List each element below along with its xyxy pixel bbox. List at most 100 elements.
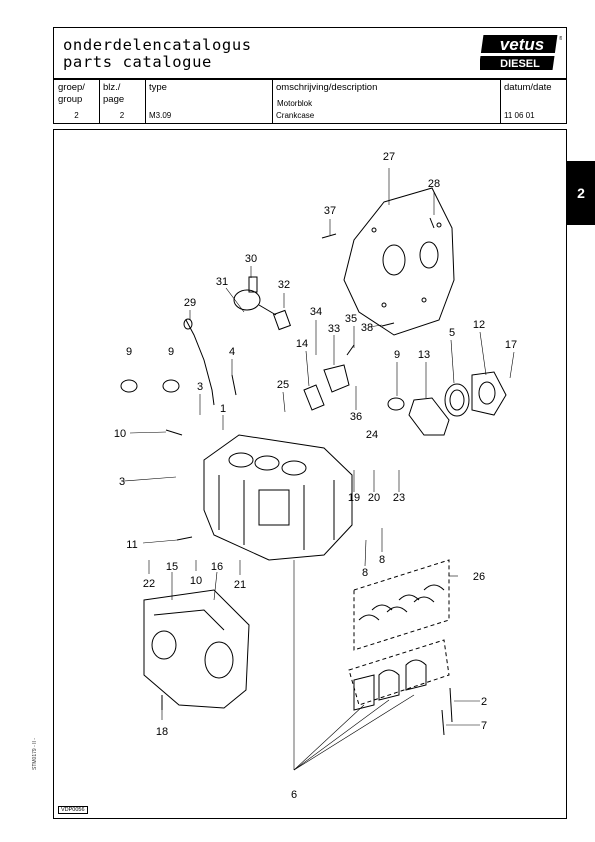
logo-top-band: vetus	[480, 35, 558, 54]
callout-32: 32	[278, 279, 290, 291]
leader-lines	[123, 168, 515, 771]
svg-text:®: ®	[559, 35, 562, 42]
logo-bottom-band: DIESEL	[480, 56, 555, 70]
figure-code: VDP0056	[58, 806, 88, 814]
plug-10	[165, 429, 183, 436]
callout-36: 36	[350, 411, 362, 423]
callout-14: 14	[296, 338, 308, 350]
callout-3: 3	[197, 381, 203, 393]
callout-22: 22	[143, 578, 155, 590]
seal-ring	[444, 383, 470, 417]
bolt-38	[381, 322, 395, 327]
callout-8: 8	[379, 554, 385, 566]
callout-9: 9	[168, 346, 174, 358]
callout-15: 15	[166, 561, 178, 573]
callout-8: 8	[362, 567, 368, 579]
page-value: 2	[119, 111, 125, 120]
plug-9a	[120, 379, 138, 393]
callout-20: 20	[368, 492, 380, 504]
bolt-37	[321, 233, 337, 239]
main-bearing-shells	[353, 559, 450, 651]
type-value: M3.09	[149, 111, 172, 120]
page-label: blz./ page	[103, 82, 125, 105]
dipstick	[185, 319, 215, 406]
water-pump	[233, 276, 277, 316]
side-document-code: STM0179 - II -	[32, 738, 38, 770]
bolt-28	[429, 217, 435, 229]
type-column: type M3.09	[145, 80, 273, 123]
date-column: datum/date 11 06 01	[500, 80, 568, 123]
callout-4: 4	[229, 346, 235, 358]
callout-13: 13	[418, 349, 430, 361]
group-label: groep/ group	[58, 82, 85, 105]
flywheel-housing-plate	[343, 187, 455, 336]
callout-6: 6	[291, 789, 297, 801]
stud-4	[231, 374, 237, 396]
description-label: omschrijving/description	[276, 82, 378, 93]
callout-10: 10	[114, 428, 126, 440]
callout-1: 1	[220, 403, 226, 415]
plug-9c	[387, 397, 405, 411]
catalogue-header: onderdelencatalogus parts catalogue vetu…	[54, 28, 566, 79]
meta-table: groep/ group 2 blz./ page 2 type M3.09 o…	[53, 79, 567, 124]
callout-16: 16	[211, 561, 223, 573]
page-column: blz./ page 2	[99, 80, 146, 123]
pin-11	[176, 536, 193, 541]
group-tab: 2	[567, 161, 595, 225]
pump-gasket	[272, 309, 292, 331]
callout-30: 30	[245, 253, 257, 265]
bolt-35	[346, 344, 355, 356]
description-english: Crankcase	[276, 111, 315, 120]
callout-3: 3	[119, 476, 125, 488]
callout-37: 37	[324, 205, 336, 217]
callout-29: 29	[184, 297, 196, 309]
callout-5: 5	[449, 327, 455, 339]
callout-10: 10	[190, 575, 202, 587]
callout-9: 9	[394, 349, 400, 361]
callout-35: 35	[345, 313, 357, 325]
group-column: groep/ group 2	[54, 80, 100, 123]
callout-2: 2	[481, 696, 487, 708]
drawing-svg: 2728373031322934333538951217131449925363…	[114, 151, 517, 801]
oil-pressure-housing	[323, 364, 350, 393]
description-column: omschrijving/description Motorblok Crank…	[272, 80, 501, 123]
timing-cover	[143, 589, 250, 709]
gasket-14	[303, 384, 325, 411]
bolt-7	[441, 709, 445, 736]
seal-holder	[471, 371, 507, 416]
header-frame: onderdelencatalogus parts catalogue vetu…	[53, 27, 567, 80]
callout-17: 17	[505, 339, 517, 351]
callout-24: 24	[366, 429, 378, 441]
callout-34: 34	[310, 306, 322, 318]
type-label: type	[149, 82, 167, 93]
main-bearing-caps	[348, 639, 450, 711]
callout-19: 19	[348, 492, 360, 504]
callout-26: 26	[473, 571, 485, 583]
cylinder-block	[203, 434, 353, 561]
callout-9: 9	[126, 346, 132, 358]
callout-7: 7	[481, 720, 487, 732]
holder-gasket	[408, 397, 450, 436]
callout-21: 21	[234, 579, 246, 591]
catalogue-title-dutch: onderdelencatalogus	[63, 36, 252, 54]
callout-38: 38	[361, 322, 373, 334]
callout-12: 12	[473, 319, 485, 331]
svg-text:vetus: vetus	[500, 35, 544, 54]
svg-text:DIESEL: DIESEL	[500, 58, 540, 70]
callout-23: 23	[393, 492, 405, 504]
stud-2	[449, 687, 453, 723]
callout-33: 33	[328, 323, 340, 335]
callout-31: 31	[216, 276, 228, 288]
catalogue-title-english: parts catalogue	[63, 53, 212, 71]
description-dutch: Motorblok	[277, 99, 313, 108]
group-value: 2	[74, 111, 79, 120]
vetus-diesel-logo: vetus DIESEL ®	[480, 31, 562, 73]
callout-18: 18	[156, 726, 168, 738]
plug-9b	[162, 379, 180, 393]
date-label: datum/date	[504, 82, 552, 93]
callout-27: 27	[383, 151, 395, 163]
date-value: 11 06 01	[504, 111, 535, 120]
callout-11: 11	[126, 539, 137, 551]
